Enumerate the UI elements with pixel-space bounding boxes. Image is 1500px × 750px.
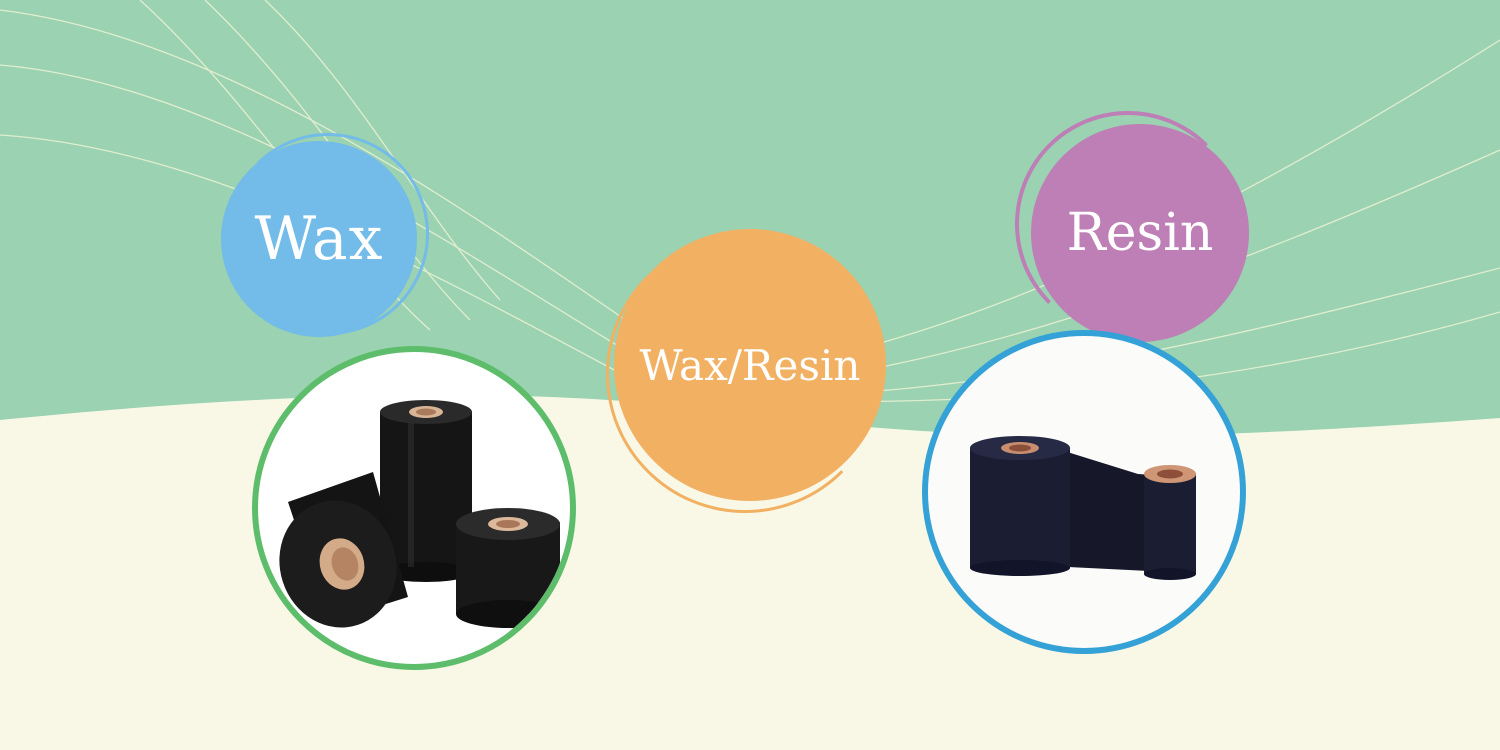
wax-ribbon-rolls-image (279, 400, 560, 628)
wax-bubble: Wax (221, 133, 429, 337)
left-ribbon-roll (279, 472, 408, 628)
resin-bubble: Resin (1015, 111, 1249, 342)
resin-ribbon-roll-image (970, 436, 1196, 580)
resin-label: Resin (1066, 203, 1214, 263)
resin-ribbon-photo (922, 330, 1246, 654)
unrolled-resin-ribbon (970, 436, 1196, 580)
wax-resin-bubble: Wax/Resin (606, 229, 886, 513)
wax-ribbon-photo (252, 346, 576, 670)
tall-ribbon-roll (380, 400, 472, 582)
right-ribbon-roll (456, 508, 560, 628)
wax-label: Wax (254, 204, 384, 274)
wax-resin-label: Wax/Resin (639, 340, 861, 390)
